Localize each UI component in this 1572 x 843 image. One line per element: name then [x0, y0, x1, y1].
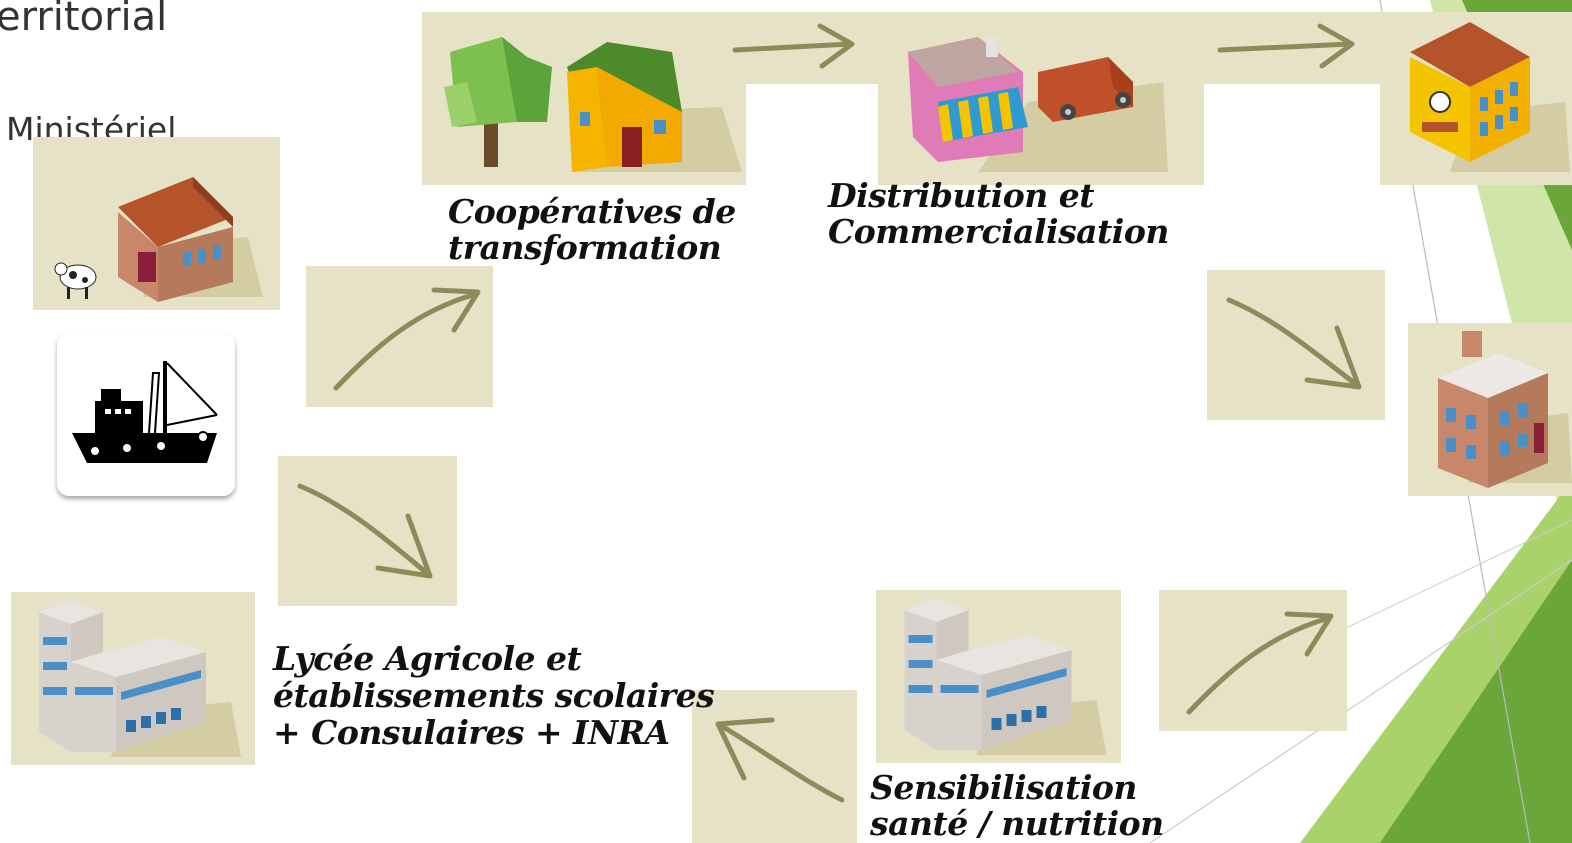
- farm-tile: [33, 137, 280, 310]
- cooperatives-label: Coopératives de transformation: [448, 194, 736, 266]
- arrow-up-right-icon: [1186, 611, 1334, 715]
- lycee-label: Lycée Agricole et établissements scolair…: [273, 639, 715, 752]
- arrow-down-right-icon: [297, 483, 433, 579]
- school-building-icon: [39, 600, 241, 757]
- tree-house-icon: [444, 37, 742, 172]
- arrow-right-icon: [732, 23, 855, 69]
- arrow-distribution-to-town-hall: [1200, 12, 1382, 84]
- health-building-tile: [876, 590, 1121, 763]
- sensibilisation-label: Sensibilisation santé / nutrition: [870, 770, 1164, 842]
- arrow-right-icon: [1217, 23, 1355, 69]
- lycee-label-line-3: + Consulaires + INRA: [273, 713, 670, 752]
- farm-icon: [54, 177, 263, 302]
- distribution-label: Distribution et Commercialisation: [828, 178, 1169, 250]
- arrow-town-hall-to-brick-building: [1207, 270, 1385, 420]
- distribution-tile: [878, 12, 1204, 185]
- arrow-health-to-lycee: [692, 690, 857, 843]
- sensibilisation-label-line-1: Sensibilisation: [870, 768, 1137, 807]
- cooperatives-label-line-2: transformation: [448, 228, 722, 267]
- boat-icon: [72, 361, 218, 463]
- arrow-up-left-icon: [715, 717, 845, 803]
- sensibilisation-label-line-2: santé / nutrition: [870, 804, 1164, 843]
- arrow-up-right-icon: [333, 287, 481, 391]
- arrow-farm-to-cooperatives: [306, 266, 493, 407]
- fishing-boat-card: [57, 333, 235, 496]
- arrow-to-health-building: [1159, 590, 1347, 731]
- town-hall-tile: [1380, 12, 1572, 185]
- health-building-icon: [904, 598, 1107, 755]
- arrow-boat-to-lycee: [278, 456, 457, 606]
- arrow-cooperatives-to-distribution: [720, 12, 880, 84]
- distribution-label-line-1: Distribution et: [828, 176, 1094, 215]
- cooperatives-tile: [422, 12, 746, 185]
- cooperatives-label-line-1: Coopératives de: [448, 192, 736, 231]
- arrow-down-right-icon: [1226, 297, 1362, 390]
- brick-building-icon: [1438, 331, 1572, 488]
- lycee-label-line-1: Lycée Agricole et: [273, 639, 582, 678]
- slide-subtitle: Ministériel: [6, 110, 177, 140]
- lycee-building-tile: [11, 592, 255, 765]
- brick-building-tile: [1408, 323, 1572, 496]
- shop-van-icon: [908, 37, 1168, 172]
- clock-building-icon: [1410, 22, 1570, 172]
- lycee-label-line-2: établissements scolaires: [273, 676, 715, 715]
- distribution-label-line-2: Commercialisation: [828, 212, 1169, 251]
- slide-title: erritorial: [0, 0, 168, 40]
